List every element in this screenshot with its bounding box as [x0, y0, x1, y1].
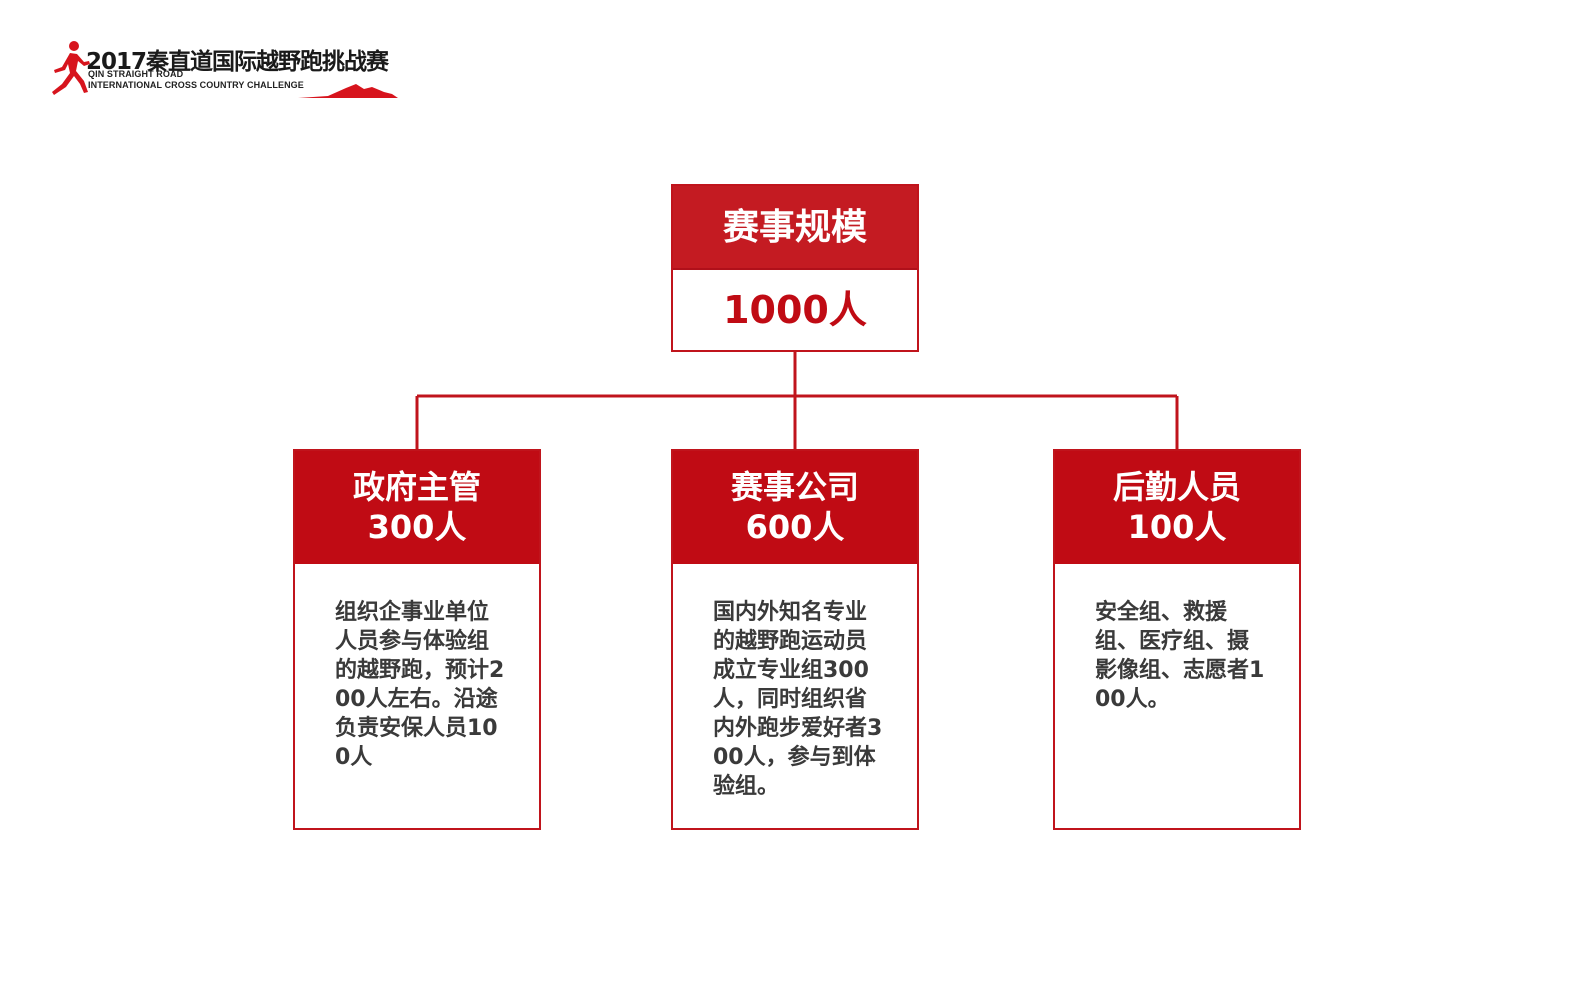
child-node-value: 300人	[367, 508, 467, 546]
logo-subtitle-line1: QIN STRAIGHT ROAD	[88, 69, 184, 79]
top-node: 赛事规模 1000人	[671, 184, 919, 352]
runner-icon	[52, 41, 90, 95]
child-node-header: 政府主管 300人	[295, 451, 539, 564]
mountain-icon	[298, 84, 398, 98]
child-node-description: 安全组、救援组、医疗组、摄影像组、志愿者100人。	[1095, 600, 1265, 712]
logo-title: 2017秦直道国际越野跑挑战赛	[86, 49, 389, 75]
child-node-description: 国内外知名专业的越野跑运动员成立专业组300人，同时组织省内外跑步爱好者300人…	[713, 600, 883, 799]
child-node-description: 组织企事业单位人员参与体验组的越野跑，预计200人左右。沿途负责安保人员100人	[335, 600, 505, 770]
child-node-header: 赛事公司 600人	[673, 451, 917, 564]
child-node-value: 100人	[1127, 508, 1227, 546]
child-node-label: 政府主管	[352, 468, 481, 506]
child-node-label: 赛事公司	[730, 468, 859, 506]
child-node-label: 后勤人员	[1112, 468, 1241, 506]
child-node-header: 后勤人员 100人	[1055, 451, 1299, 564]
logo-subtitle-line2: INTERNATIONAL CROSS COUNTRY CHALLENGE	[88, 80, 304, 90]
top-node-label: 赛事规模	[673, 186, 917, 270]
child-node-value: 600人	[745, 508, 845, 546]
top-node-value: 1000人	[723, 288, 867, 332]
event-logo: 2017秦直道国际越野跑挑战赛 QIN STRAIGHT ROAD INTERN…	[48, 40, 398, 100]
child-node-event-company: 赛事公司 600人 国内外知名专业的越野跑运动员成立专业组300人，同时组织省内…	[671, 449, 919, 830]
child-node-logistics: 后勤人员 100人 安全组、救援组、医疗组、摄影像组、志愿者100人。	[1053, 449, 1301, 830]
child-node-government: 政府主管 300人 组织企事业单位人员参与体验组的越野跑，预计200人左右。沿途…	[293, 449, 541, 830]
